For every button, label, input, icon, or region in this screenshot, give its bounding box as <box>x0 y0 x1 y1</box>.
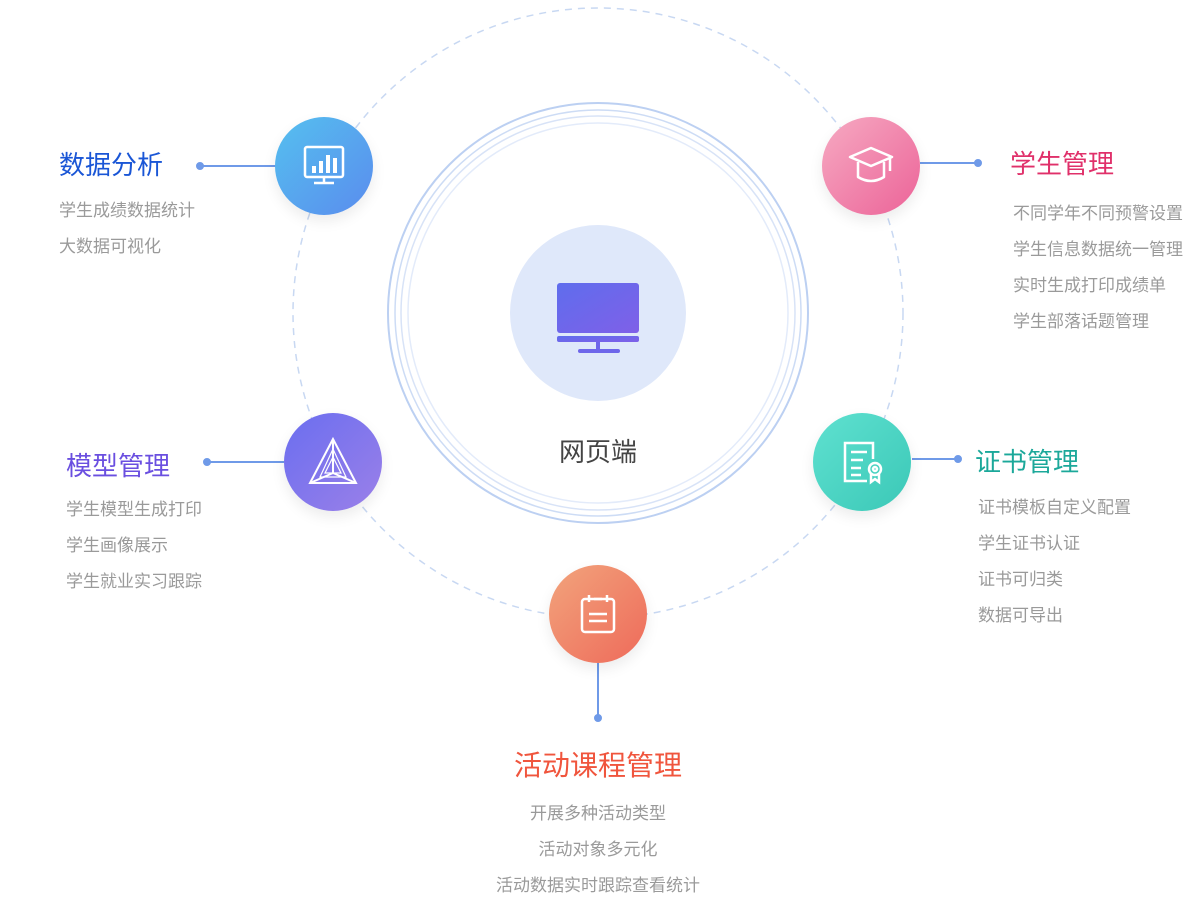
student-management-title: 学生管理 <box>1010 150 1115 180</box>
connectors <box>196 159 982 722</box>
activity-course-title: 活动课程管理 <box>513 749 682 782</box>
outer-dashed-ring <box>292 7 904 619</box>
data-analysis-node <box>275 117 373 215</box>
list-item: 数据可导出 <box>978 606 1063 626</box>
model-management-list: 学生模型生成打印 学生画像展示 学生就业实习跟踪 <box>66 492 202 600</box>
monitor-icon <box>557 283 639 353</box>
list-item: 学生画像展示 <box>66 536 168 556</box>
list-item: 活动对象多元化 <box>538 840 658 860</box>
student-management-list: 不同学年不同预警设置 学生信息数据统一管理 实时生成打印成绩单 学生部落话题管理 <box>1013 196 1183 340</box>
list-item: 学生部落话题管理 <box>1013 312 1149 332</box>
student-management-node <box>822 117 920 215</box>
bar-chart-monitor-icon <box>303 145 345 185</box>
list-item: 实时生成打印成绩单 <box>1013 276 1166 296</box>
list-item: 学生模型生成打印 <box>66 500 202 520</box>
list-item: 活动数据实时跟踪查看统计 <box>496 876 700 896</box>
graduation-cap-icon <box>848 146 894 183</box>
list-item: 证书模板自定义配置 <box>978 498 1131 518</box>
certificate-management-node <box>813 413 911 511</box>
list-item: 学生成绩数据统计 <box>59 201 195 221</box>
certificate-management-list: 证书模板自定义配置 学生证书认证 证书可归类 数据可导出 <box>978 490 1131 634</box>
list-item: 学生就业实习跟踪 <box>66 572 202 592</box>
activity-course-node <box>549 565 647 663</box>
certificate-management-title: 证书管理 <box>975 448 1080 478</box>
activity-course-list: 开展多种活动类型 活动对象多元化 活动数据实时跟踪查看统计 <box>398 796 798 904</box>
list-item: 证书可归类 <box>978 570 1063 590</box>
certificate-icon <box>843 441 883 485</box>
center-label: 网页端 <box>558 438 637 468</box>
model-management-title: 模型管理 <box>66 452 171 482</box>
data-analysis-title: 数据分析 <box>59 151 164 181</box>
list-item: 不同学年不同预警设置 <box>1013 204 1183 224</box>
list-item: 学生信息数据统一管理 <box>1013 240 1183 260</box>
pyramid-icon <box>308 436 358 484</box>
data-analysis-list: 学生成绩数据统计 大数据可视化 <box>59 193 195 265</box>
list-item: 大数据可视化 <box>59 237 161 257</box>
calendar-icon <box>580 595 616 634</box>
list-item: 开展多种活动类型 <box>530 804 666 824</box>
model-management-node <box>284 413 382 511</box>
list-item: 学生证书认证 <box>978 534 1080 554</box>
